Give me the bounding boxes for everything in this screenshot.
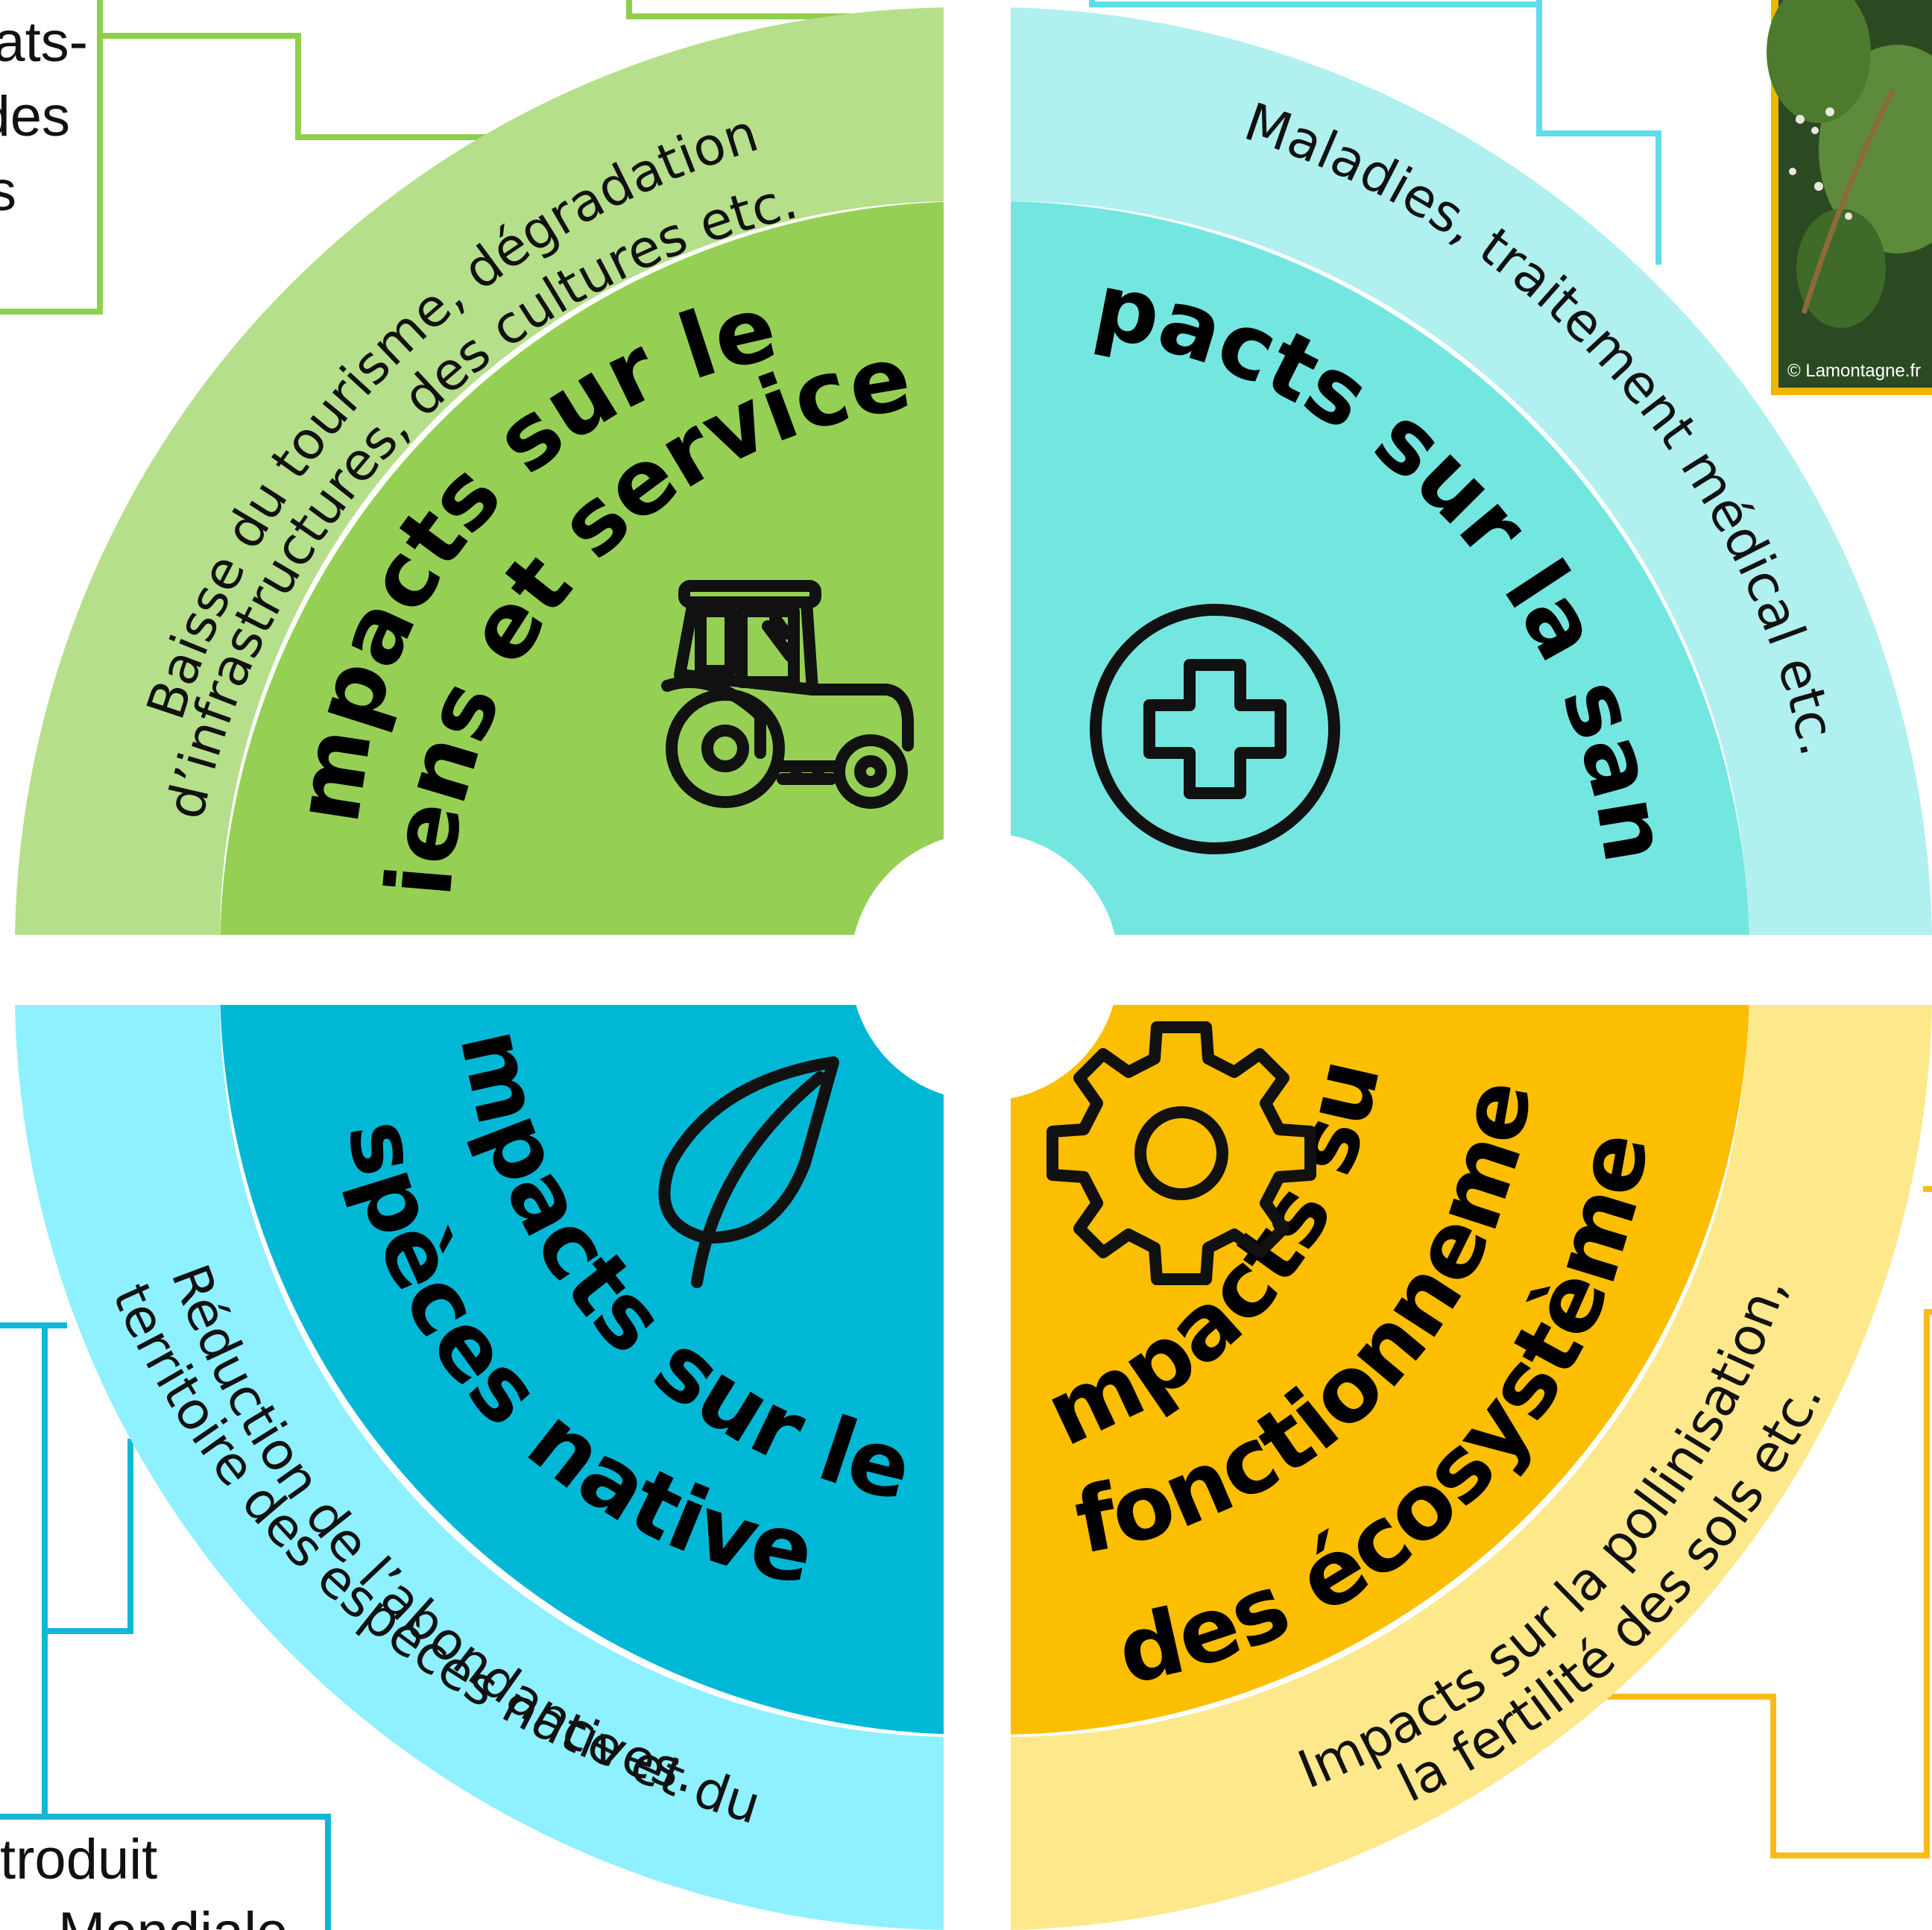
bottom-left-label-box (0, 1814, 331, 1930)
top-left-label-line-1: ats- (0, 10, 88, 74)
center-hole (850, 833, 1119, 1101)
bottom-left-label-line-2: Mondiale (58, 1901, 288, 1930)
top-left-label-box (0, 0, 103, 315)
connector-health-top (1089, 0, 1539, 7)
connector-eco-right (1521, 1186, 1932, 1858)
photo-credit: © Lamontagne.fr (1787, 361, 1921, 381)
native-quadrant (220, 982, 973, 1735)
top-left-label-line-3: s (0, 160, 16, 223)
plant-leaf-shape-2 (1767, 0, 1871, 123)
leaf-icon (658, 1056, 839, 1288)
eco-outer-sector (1011, 1005, 1932, 1930)
medical-cross-icon (1090, 604, 1340, 854)
health-outer-sector (1011, 7, 1932, 935)
connector-native-mid (45, 1439, 133, 1634)
tractor-icon (661, 580, 914, 809)
plant-stem (1801, 88, 1896, 315)
gear-icon (1046, 1021, 1316, 1285)
goods-outer-sector (15, 7, 944, 935)
left-label-boxes: ats- des s troduit Mondiale (0, 0, 331, 1930)
plant-photo: © Lamontagne.fr (1767, 0, 1932, 395)
native-outer-sector (15, 1005, 944, 1930)
eco-quadrant (997, 982, 1749, 1735)
connector-health-right (1536, 0, 1661, 265)
outer-ring (15, 7, 1932, 1930)
bottom-left-label-line-1: troduit (0, 1828, 157, 1891)
plant-leaf-shape-3 (1796, 209, 1886, 328)
top-left-label-line-2: des (0, 85, 70, 148)
